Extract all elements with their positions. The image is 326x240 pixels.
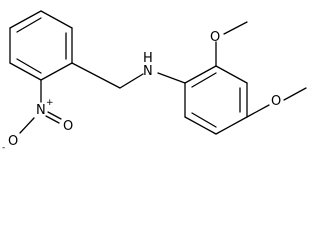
nitro-n-o-double-bond-1	[47, 111, 62, 120]
benzyl-ch2-bond	[71, 62, 121, 89]
dimethoxybenzene-ring	[184, 65, 248, 135]
amine-hydrogen-label: H	[143, 51, 153, 66]
nitrobenzene-ring	[9, 10, 73, 81]
nitro-minus-charge: -	[2, 143, 5, 152]
nitro-n-o-double-bond-2	[45, 115, 60, 124]
amine-nitrogen-label: N	[143, 64, 153, 79]
ring-methoxy-bottom-bond	[246, 104, 270, 118]
nitro-plus-charge: +	[46, 98, 54, 108]
ch2-nh-bond	[119, 73, 144, 89]
nitro-n-o-bond-bottom	[19, 117, 35, 134]
nitro-oxygen-right-label: O	[63, 119, 73, 134]
methoxy-top-oxygen-label: O	[210, 30, 220, 45]
nitro-oxygen-bottom-label: O	[8, 134, 18, 149]
methoxy-bottom-methyl-bond	[283, 87, 307, 101]
nh-ring-bond	[157, 72, 186, 84]
methoxy-top-methyl-bond	[223, 21, 248, 35]
nitro-nitrogen-label: N	[36, 103, 46, 118]
methoxy-bottom-oxygen-label: O	[271, 94, 281, 109]
structure-diagram: H N N + O - O O O	[2, 10, 307, 152]
